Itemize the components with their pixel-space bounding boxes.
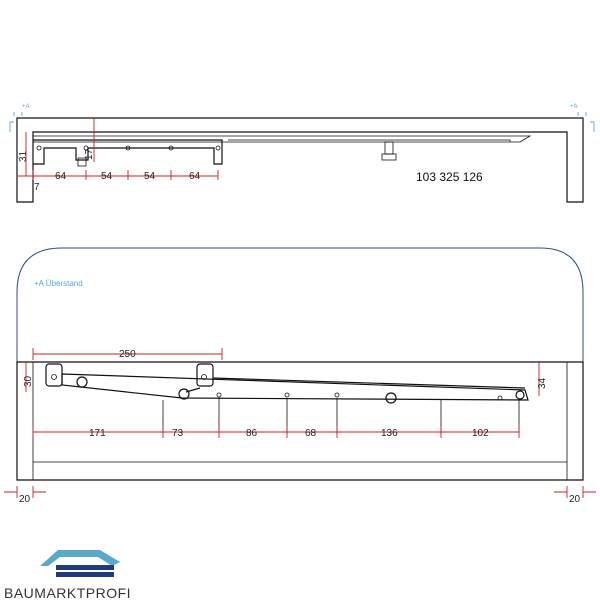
top-view-cylinder-base — [381, 153, 397, 161]
edge-label-right: +A — [570, 104, 578, 110]
pivot-left — [76, 376, 88, 388]
hole-500 — [497, 395, 503, 401]
dim-31-label: 31 — [18, 150, 29, 162]
top-view-rail-end — [228, 139, 511, 142]
side-view-carcass — [16, 361, 584, 481]
top-dim-1: 64 — [55, 171, 67, 182]
dim-20-right-label: 20 — [569, 494, 581, 505]
top-view-mounting-plate — [33, 139, 223, 165]
top-view-clip — [77, 157, 87, 167]
top-view-overhang-left: +A — [9, 104, 30, 132]
dim-17-label: 17 — [84, 148, 95, 160]
top-view-rail — [33, 135, 532, 143]
top-dim-2: 54 — [101, 171, 113, 182]
dim-30-label: 30 — [23, 375, 34, 387]
bracket-left — [45, 363, 63, 387]
top-dim-4: 64 — [189, 171, 201, 182]
side-view-inner — [32, 362, 568, 480]
pivot-arm — [385, 392, 397, 404]
side-view-extension-lines — [162, 398, 520, 434]
hole-287 — [284, 392, 290, 398]
top-dim-ticks — [32, 170, 219, 180]
side-dim-ticks — [32, 426, 520, 438]
side-dim-1: 171 — [89, 428, 106, 439]
bracket-left-hole — [51, 374, 57, 380]
top-view-carcass — [16, 117, 584, 203]
hole-337 — [334, 392, 340, 398]
side-dim-2: 73 — [172, 428, 184, 439]
brand-logo-roof-icon — [40, 550, 120, 566]
hole-219 — [216, 392, 222, 398]
brand-name: BAUMARKTPROFI — [4, 585, 131, 600]
top-view-hole-4 — [168, 145, 174, 151]
top-view-hole-5 — [215, 145, 221, 151]
top-view-cylinder — [384, 141, 394, 155]
side-dim-3: 86 — [246, 428, 258, 439]
top-view: +A +A 31 17 64 54 54 64 7 103 325 126 — [9, 104, 595, 203]
lever-arm-long — [61, 373, 529, 401]
brand-logo: BAUMARKTPROFI — [4, 550, 131, 600]
dim-250-ticks — [32, 348, 223, 360]
top-view-hole-2 — [83, 145, 89, 151]
brand-logo-bar-2 — [56, 572, 114, 577]
dim-20-left-label: 20 — [19, 494, 31, 505]
part-number: 103 325 126 — [416, 170, 483, 184]
edge-label-left: +A — [22, 104, 30, 110]
side-view: +A Überstand 250 30 34 — [4, 247, 596, 505]
top-view-overhang-right: +A — [570, 104, 595, 132]
bracket-right — [196, 363, 214, 387]
side-view-flap-cover — [16, 247, 584, 362]
top-view-hole-3 — [125, 145, 131, 151]
overhang-label: +A Überstand — [34, 279, 83, 288]
dim-20-left — [4, 486, 46, 498]
side-dim-6: 102 — [472, 428, 489, 439]
side-dim-4: 68 — [305, 428, 317, 439]
pivot-mid — [178, 388, 190, 400]
top-view-hole-1 — [36, 145, 42, 151]
dim-20-right — [554, 486, 596, 498]
pivot-end — [515, 390, 525, 400]
dim-34-label: 34 — [537, 377, 548, 389]
top-dim-left-offset: 7 — [34, 182, 40, 193]
side-dim-5: 136 — [381, 428, 398, 439]
top-dim-3: 54 — [144, 171, 156, 182]
dim-250-label: 250 — [119, 349, 136, 360]
brand-logo-bar-1 — [56, 565, 114, 570]
